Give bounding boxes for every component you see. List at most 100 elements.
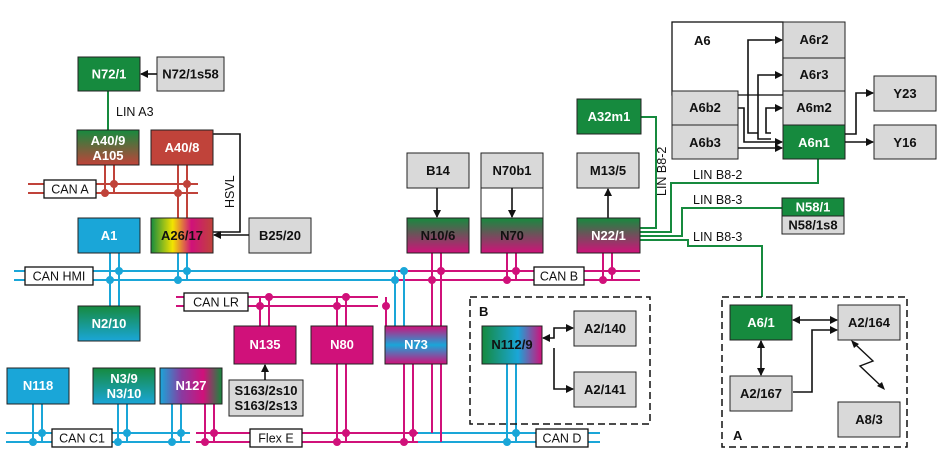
module-n118[interactable]: N118 xyxy=(6,367,70,405)
svg-text:A2/167: A2/167 xyxy=(740,386,782,401)
stubs-can-hmi xyxy=(106,253,408,326)
bus-label-can-hmi: CAN HMI xyxy=(24,266,94,286)
svg-text:N2/10: N2/10 xyxy=(92,316,127,331)
svg-text:A1: A1 xyxy=(101,228,118,243)
module-a6-1[interactable]: A6/1 xyxy=(729,304,793,341)
bus-label-flex-e: Flex E xyxy=(249,428,303,448)
module-s163-switches[interactable]: S163/2s10 S163/2s13 xyxy=(228,379,304,417)
svg-text:A2/164: A2/164 xyxy=(848,315,891,330)
svg-text:Flex E: Flex E xyxy=(258,432,293,446)
svg-text:N135: N135 xyxy=(249,337,280,352)
svg-text:A2/140: A2/140 xyxy=(584,321,626,336)
svg-text:B: B xyxy=(479,304,488,319)
module-a26-17[interactable]: A26/17 xyxy=(150,217,214,254)
svg-text:N10/6: N10/6 xyxy=(421,228,456,243)
lin-b8-3-upper-label: LIN B8-3 xyxy=(693,193,742,207)
module-a6b2[interactable]: A6b2 xyxy=(671,90,739,126)
module-n112-9[interactable]: N112/9 xyxy=(481,325,543,365)
bus-label-can-d: CAN D xyxy=(535,428,589,448)
bus-label-can-b: CAN B xyxy=(533,266,585,286)
svg-text:N3/10: N3/10 xyxy=(107,386,142,401)
module-y23[interactable]: Y23 xyxy=(873,75,937,112)
module-n58-1[interactable]: N58/1 xyxy=(781,197,845,217)
module-a6r2[interactable]: A6r2 xyxy=(782,21,846,59)
svg-text:N58/1: N58/1 xyxy=(796,200,831,215)
svg-text:A105: A105 xyxy=(92,148,123,163)
module-a1[interactable]: A1 xyxy=(77,217,141,254)
svg-text:N72/1: N72/1 xyxy=(92,67,127,82)
module-b14[interactable]: B14 xyxy=(406,152,470,189)
svg-text:N70b1: N70b1 xyxy=(492,163,531,178)
svg-text:N73: N73 xyxy=(404,337,428,352)
svg-text:N72/1s58: N72/1s58 xyxy=(162,67,218,82)
module-n2-10[interactable]: N2/10 xyxy=(77,305,141,342)
module-b25-20[interactable]: B25/20 xyxy=(248,217,312,254)
bus-label-can-lr: CAN LR xyxy=(183,292,249,312)
svg-text:CAN HMI: CAN HMI xyxy=(33,270,86,284)
arrow-n112-9-to-a2-141 xyxy=(553,348,574,393)
svg-text:A6b2: A6b2 xyxy=(689,100,721,115)
module-a2-167[interactable]: A2/167 xyxy=(729,375,793,412)
module-a32m1[interactable]: A32m1 xyxy=(576,98,642,135)
module-n58-1s8[interactable]: N58/1s8 xyxy=(781,215,845,235)
module-n80[interactable]: N80 xyxy=(310,325,374,365)
hsvl-label: HSVL xyxy=(223,175,237,208)
lin-b8-lines xyxy=(640,116,819,297)
svg-text:CAN C1: CAN C1 xyxy=(59,432,105,446)
group-b: B xyxy=(469,296,651,425)
svg-text:N22/1: N22/1 xyxy=(591,228,626,243)
module-a6m2[interactable]: A6m2 xyxy=(782,90,846,126)
svg-text:A6b3: A6b3 xyxy=(689,135,721,150)
stubs-flex-e xyxy=(201,364,417,446)
arrow-n112-9-to-a2-140 xyxy=(542,324,574,342)
module-n127[interactable]: N127 xyxy=(159,367,223,405)
lin-b8-2-vertical-label: LIN B8-2 xyxy=(655,147,669,196)
module-n135[interactable]: N135 xyxy=(233,325,297,365)
module-n10-6[interactable]: N10/6 xyxy=(406,217,470,254)
module-y16[interactable]: Y16 xyxy=(873,124,937,160)
module-n73[interactable]: N73 xyxy=(384,325,448,365)
svg-text:N70: N70 xyxy=(500,228,524,243)
svg-text:B25/20: B25/20 xyxy=(259,228,301,243)
lin-a3-label: LIN A3 xyxy=(116,105,154,119)
a6-cluster-arrows xyxy=(738,36,874,152)
module-a6n1[interactable]: A6n1 xyxy=(782,124,846,160)
svg-text:CAN A: CAN A xyxy=(51,183,89,197)
bus-label-can-c1: CAN C1 xyxy=(51,428,113,448)
wireless-link-icon xyxy=(851,340,885,390)
module-a6b3[interactable]: A6b3 xyxy=(671,124,739,160)
module-n72-1[interactable]: N72/1 xyxy=(77,56,141,92)
svg-text:N127: N127 xyxy=(175,378,206,393)
module-a2-164[interactable]: A2/164 xyxy=(837,304,901,341)
module-n70b1[interactable]: N70b1 xyxy=(480,152,544,189)
svg-text:A32m1: A32m1 xyxy=(588,109,631,124)
bus-label-can-a: CAN A xyxy=(43,179,97,199)
svg-text:N3/9: N3/9 xyxy=(110,371,137,386)
svg-text:A6/1: A6/1 xyxy=(747,315,774,330)
stubs-can-d xyxy=(503,364,520,446)
module-a40-9-a105[interactable]: A40/9 A105 xyxy=(76,129,140,166)
module-n72-1s58[interactable]: N72/1s58 xyxy=(156,56,225,92)
module-a2-141[interactable]: A2/141 xyxy=(573,371,637,408)
svg-text:A6n1: A6n1 xyxy=(798,135,830,150)
svg-text:CAN B: CAN B xyxy=(540,270,578,284)
a6-container xyxy=(671,21,784,96)
lin-b8-2-label: LIN B8-2 xyxy=(693,168,742,182)
svg-text:N80: N80 xyxy=(330,337,354,352)
module-n22-1[interactable]: N22/1 xyxy=(576,217,641,254)
svg-text:A8/3: A8/3 xyxy=(855,412,882,427)
svg-text:A6r2: A6r2 xyxy=(800,32,829,47)
module-a6r3[interactable]: A6r3 xyxy=(782,57,846,92)
svg-text:S163/2s13: S163/2s13 xyxy=(235,398,298,413)
module-n70[interactable]: N70 xyxy=(480,217,544,254)
svg-text:S163/2s10: S163/2s10 xyxy=(235,383,298,398)
group-a-arrows xyxy=(757,316,838,393)
module-n3-9-n3-10[interactable]: N3/9 N3/10 xyxy=(92,367,156,405)
module-a8-3[interactable]: A8/3 xyxy=(837,401,901,438)
module-a40-8[interactable]: A40/8 xyxy=(150,129,214,166)
module-a2-140[interactable]: A2/140 xyxy=(573,310,637,347)
svg-text:B14: B14 xyxy=(426,163,451,178)
module-m13-5[interactable]: M13/5 xyxy=(576,152,640,189)
svg-text:N112/9: N112/9 xyxy=(491,337,532,352)
